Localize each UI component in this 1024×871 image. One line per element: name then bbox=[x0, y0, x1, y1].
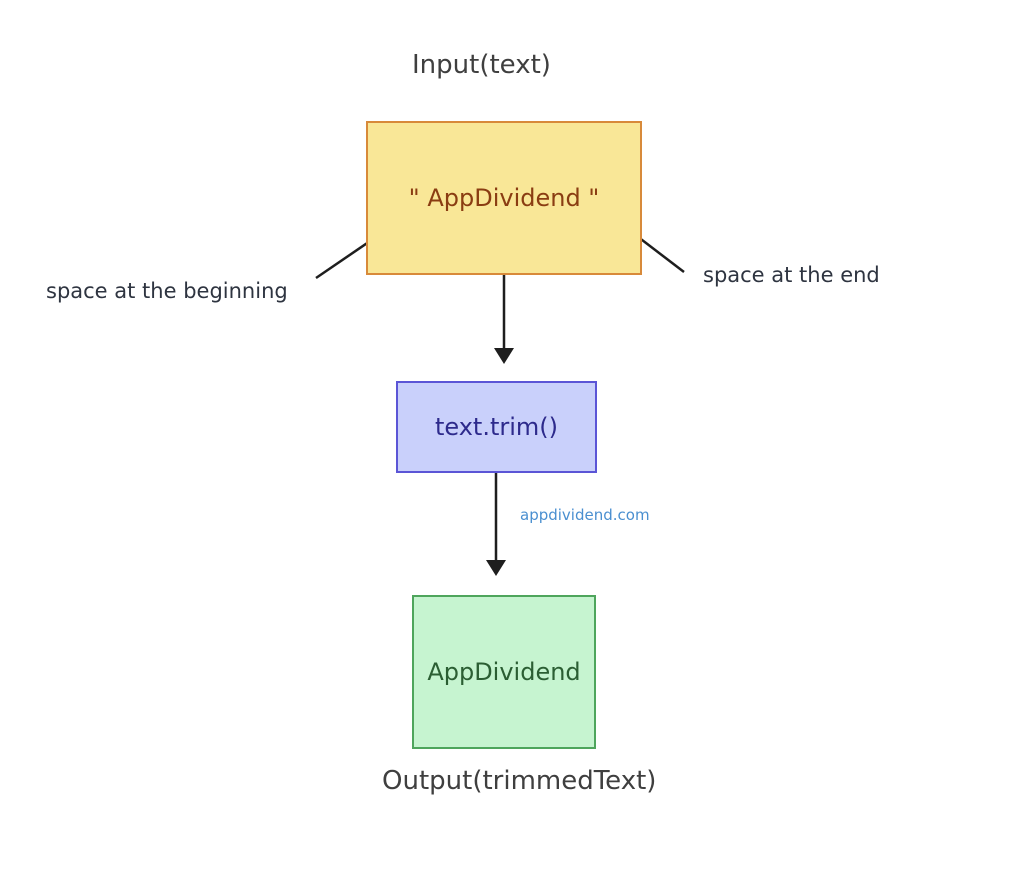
input-node-text: " AppDividend " bbox=[408, 184, 600, 212]
space-beginning-note: space at the beginning bbox=[46, 279, 288, 303]
input-node: " AppDividend " bbox=[366, 121, 642, 275]
input-title: Input(text) bbox=[412, 50, 551, 80]
watermark-text: appdividend.com bbox=[520, 506, 650, 524]
trim-process-node: text.trim() bbox=[396, 381, 597, 473]
output-title: Output(trimmedText) bbox=[382, 766, 657, 796]
output-node-text: AppDividend bbox=[427, 658, 581, 686]
output-node: AppDividend bbox=[412, 595, 596, 749]
space-end-note: space at the end bbox=[703, 263, 880, 287]
arrow-trim-to-output-head bbox=[486, 560, 506, 576]
trim-process-node-text: text.trim() bbox=[434, 413, 559, 441]
arrow-input-to-trim-head bbox=[494, 348, 514, 364]
